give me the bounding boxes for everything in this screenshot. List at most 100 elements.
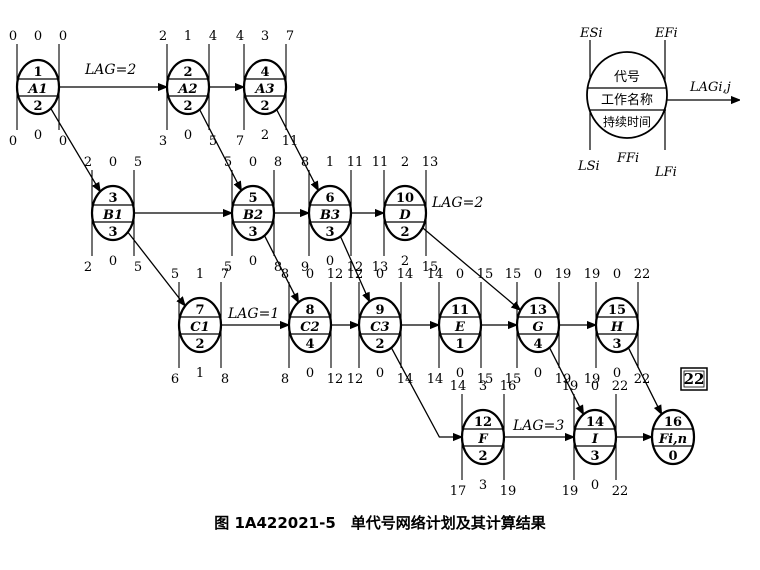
- node-lf: 22: [612, 484, 629, 499]
- node-duration: 3: [325, 225, 334, 240]
- node-ff: 0: [591, 478, 599, 493]
- node-name: A3: [253, 82, 274, 97]
- arrow-10-13: [422, 227, 521, 310]
- node-duration: 1: [455, 337, 464, 352]
- node-ls: 2: [84, 260, 92, 275]
- node-ef: 7: [221, 267, 229, 282]
- node-code: 4: [260, 65, 269, 80]
- node-lf: 8: [221, 372, 229, 387]
- node-ef: 0: [59, 29, 67, 44]
- node-tf: 3: [479, 379, 487, 394]
- node-ef: 4: [209, 29, 217, 44]
- node-es: 14: [427, 267, 444, 282]
- node-ef: 15: [477, 267, 494, 282]
- node-ef: 7: [286, 29, 294, 44]
- node-tf: 1: [196, 267, 204, 282]
- legend-lag: LAGi,j: [689, 80, 731, 95]
- node-name: D: [398, 208, 411, 223]
- node-tf: 0: [376, 267, 384, 282]
- arrow-2-5: [199, 109, 242, 191]
- node-code: 3: [108, 191, 117, 206]
- node-ef: 11: [347, 155, 364, 170]
- node-ls: 19: [562, 484, 579, 499]
- total-duration-box: 22: [680, 367, 708, 391]
- node-duration: 2: [400, 225, 409, 240]
- legend-code-label: 代号: [614, 70, 640, 85]
- node-duration: 4: [305, 337, 314, 352]
- node-ff: 0: [306, 366, 314, 381]
- node-ff: 0: [376, 366, 384, 381]
- arrow-13-14: [548, 347, 585, 415]
- node-es: 8: [301, 155, 309, 170]
- arrow-3-7: [127, 231, 185, 306]
- node-code: 9: [375, 303, 384, 318]
- node-name: A2: [176, 82, 197, 97]
- node-code: 11: [451, 303, 469, 318]
- node-code: 7: [195, 303, 204, 318]
- node-ls: 5: [224, 260, 232, 275]
- node-ef: 5: [134, 155, 142, 170]
- node-lf: 12: [327, 372, 344, 387]
- node-ef: 8: [274, 155, 282, 170]
- node-ls: 15: [505, 372, 522, 387]
- node-code: 13: [529, 303, 547, 318]
- node-ls: 0: [9, 134, 17, 149]
- node-es: 2: [84, 155, 92, 170]
- node-name: A1: [26, 82, 47, 97]
- node-lf: 19: [500, 484, 517, 499]
- node-duration: 2: [260, 99, 269, 114]
- legend-ls: LSi: [577, 159, 600, 174]
- node-code: 16: [664, 415, 682, 430]
- figure-caption: 图 1A422021-5 单代号网络计划及其计算结果: [214, 514, 547, 532]
- node-duration: 4: [533, 337, 542, 352]
- node-lf: 15: [422, 260, 439, 275]
- node-ff: 0: [249, 254, 257, 269]
- legend-duration-label: 持续时间: [603, 114, 651, 129]
- node-lf: 19: [555, 372, 572, 387]
- node-duration: 2: [375, 337, 384, 352]
- legend: 代号 工作名称 持续时间 ESi EFi LSi FFi LFi LAGi,j: [577, 26, 740, 180]
- legend-name-label: 工作名称: [601, 92, 653, 108]
- node-name: E: [454, 320, 466, 335]
- node-lf: 12: [347, 260, 364, 275]
- node-lf: 0: [59, 134, 67, 149]
- arrow-6-9: [339, 236, 371, 301]
- node-tf: 0: [306, 267, 314, 282]
- node-code: 2: [183, 65, 192, 80]
- node-tf: 1: [184, 29, 192, 44]
- node-ef: 22: [612, 379, 629, 394]
- node-lf: 15: [477, 372, 494, 387]
- node-duration: 2: [478, 449, 487, 464]
- node-tf: 0: [249, 155, 257, 170]
- node-tf: 3: [261, 29, 269, 44]
- node-name: H: [610, 320, 624, 335]
- node-lf: 5: [134, 260, 142, 275]
- node-ff: 0: [326, 254, 334, 269]
- node-ff: 2: [261, 128, 269, 143]
- node-duration: 3: [590, 449, 599, 464]
- node-es: 12: [347, 267, 364, 282]
- node-ff: 0: [456, 366, 464, 381]
- node-code: 14: [586, 415, 604, 430]
- node-ls: 7: [236, 134, 244, 149]
- arrow-4-6: [276, 109, 319, 191]
- node-ff: 0: [34, 128, 42, 143]
- node-code: 8: [305, 303, 314, 318]
- node-tf: 2: [401, 155, 409, 170]
- node-code: 6: [325, 191, 334, 206]
- arrow-1-3: [50, 108, 100, 191]
- node-es: 2: [159, 29, 167, 44]
- node-ef: 13: [422, 155, 439, 170]
- node-ff: 0: [613, 366, 621, 381]
